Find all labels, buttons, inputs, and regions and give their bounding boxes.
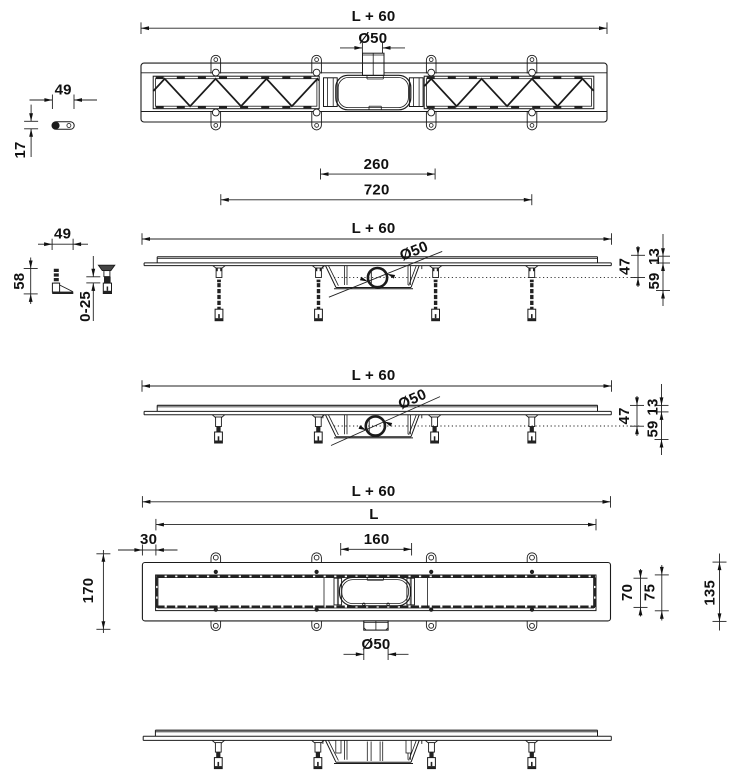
svg-text:13: 13 [644, 398, 661, 415]
svg-text:70: 70 [619, 584, 636, 601]
svg-text:47: 47 [616, 407, 633, 424]
svg-text:170: 170 [80, 578, 97, 604]
svg-text:59: 59 [644, 420, 661, 437]
svg-text:L + 60: L + 60 [352, 8, 396, 25]
svg-text:17: 17 [12, 141, 29, 158]
svg-text:49: 49 [54, 226, 71, 243]
svg-text:75: 75 [641, 584, 658, 601]
svg-text:L + 60: L + 60 [352, 483, 396, 500]
svg-text:59: 59 [646, 272, 663, 289]
svg-text:L: L [369, 506, 378, 523]
svg-text:30: 30 [140, 531, 157, 548]
svg-text:Ø50: Ø50 [362, 636, 391, 653]
svg-text:L + 60: L + 60 [352, 220, 396, 237]
svg-text:160: 160 [364, 531, 390, 548]
svg-text:58: 58 [11, 273, 28, 290]
svg-text:49: 49 [55, 82, 72, 99]
svg-text:260: 260 [364, 156, 390, 173]
svg-text:135: 135 [702, 580, 719, 606]
svg-text:47: 47 [617, 258, 634, 275]
svg-text:13: 13 [646, 248, 663, 265]
svg-text:0-25: 0-25 [77, 291, 94, 322]
svg-text:L + 60: L + 60 [352, 367, 396, 384]
svg-text:720: 720 [364, 182, 390, 199]
svg-text:Ø50: Ø50 [358, 30, 387, 47]
